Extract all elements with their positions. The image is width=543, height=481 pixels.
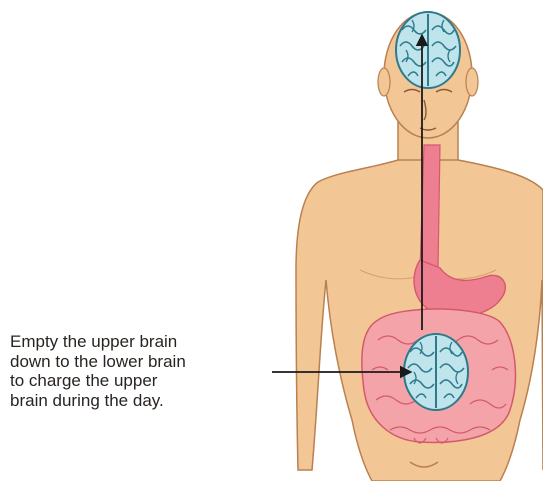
caption-line: brain during the day.	[10, 391, 272, 411]
caption: Empty the upper brain down to the lower …	[10, 332, 272, 410]
lower-brain-icon	[404, 334, 468, 410]
upper-brain-icon	[396, 12, 460, 88]
caption-line: Empty the upper brain	[10, 332, 272, 352]
caption-line: down to the lower brain	[10, 352, 272, 372]
esophagus	[420, 145, 440, 270]
caption-line: to charge the upper	[10, 371, 272, 391]
